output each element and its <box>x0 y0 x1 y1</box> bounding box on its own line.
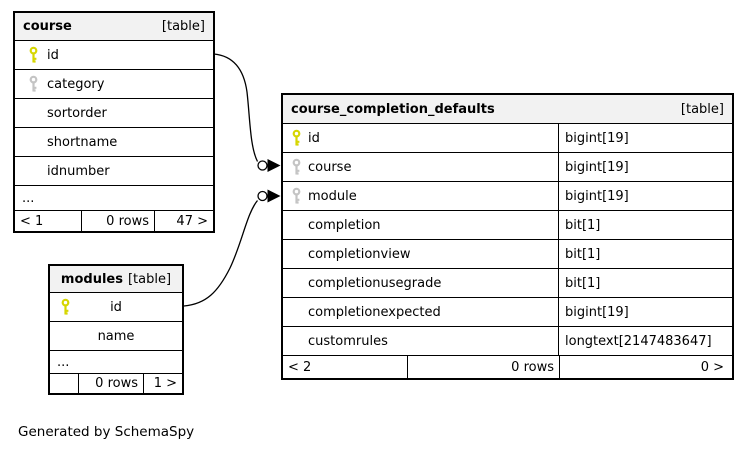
column-type: bigint[19] <box>565 188 629 204</box>
column-row: customrules longtext[2147483647] <box>283 326 732 355</box>
column-name: id <box>110 299 122 315</box>
table-modules[interactable]: modules [table] id name ... 0 rows 1 > <box>48 264 184 395</box>
column-name: completionusegrade <box>308 275 442 291</box>
arrowhead-ccd-module <box>267 189 281 203</box>
column-name: completion <box>308 217 381 233</box>
pager-rowcount: 0 rows <box>81 211 154 231</box>
column-row: completionexpected bigint[19] <box>283 297 732 326</box>
column-name: completionexpected <box>308 304 441 320</box>
column-row: category <box>15 69 213 98</box>
table-title: modules <box>60 271 123 287</box>
column-type: bigint[19] <box>565 304 629 320</box>
column-name: shortname <box>47 134 118 150</box>
primary-key-icon <box>29 46 38 63</box>
column-type: bit[1] <box>565 246 601 262</box>
table-ccd-pager: < 2 0 rows 0 > <box>283 355 732 378</box>
column-name: id <box>308 130 320 146</box>
table-course-pager: < 1 0 rows 47 > <box>15 210 213 231</box>
column-row: id bigint[19] <box>283 123 732 152</box>
table-modules-pager: 0 rows 1 > <box>50 373 182 393</box>
column-row: id <box>15 40 213 69</box>
column-row: sortorder <box>15 98 213 127</box>
column-row: course bigint[19] <box>283 152 732 181</box>
foreign-key-icon <box>292 187 301 204</box>
column-name: course <box>308 159 352 175</box>
table-tag: [table] <box>680 101 724 117</box>
table-title: course_completion_defaults <box>291 101 495 117</box>
column-row: id <box>50 292 182 321</box>
nullable-marker-ccd-module <box>257 190 268 202</box>
ellipsis-label: ... <box>57 354 70 370</box>
column-name: id <box>47 47 59 63</box>
column-type: bigint[19] <box>565 130 629 146</box>
pager-prev[interactable]: < 1 <box>20 213 44 229</box>
column-row: completion bit[1] <box>283 210 732 239</box>
column-type: longtext[2147483647] <box>565 333 712 349</box>
column-row: module bigint[19] <box>283 181 732 210</box>
column-name: sortorder <box>47 105 107 121</box>
column-type: bit[1] <box>565 217 601 233</box>
pager-prev <box>50 374 78 393</box>
edge-course-id-to-ccd-course <box>213 53 259 162</box>
pager-prev[interactable]: < 2 <box>288 359 312 375</box>
primary-key-icon <box>292 129 301 146</box>
column-type: bit[1] <box>565 275 601 291</box>
column-name: completionview <box>308 246 411 262</box>
foreign-key-icon <box>292 158 301 175</box>
pager-rowcount: 0 rows <box>78 374 143 393</box>
table-modules-header[interactable]: modules [table] <box>50 266 182 292</box>
pager-next[interactable]: 1 > <box>143 374 182 393</box>
arrowhead-ccd-course <box>267 159 281 172</box>
column-name: module <box>308 188 357 204</box>
column-row: name <box>50 321 182 350</box>
table-course[interactable]: course [table] id category sortorder sho… <box>13 11 215 233</box>
column-name: customrules <box>308 333 388 349</box>
table-tag: [table] <box>127 271 172 287</box>
column-type: bigint[19] <box>565 159 629 175</box>
table-tag: [table] <box>161 19 205 34</box>
column-row: completionusegrade bit[1] <box>283 268 732 297</box>
table-title: course <box>23 19 72 34</box>
pager-rowcount: 0 rows <box>407 356 559 378</box>
column-row: idnumber <box>15 156 213 185</box>
ellipsis-label: ... <box>22 190 35 206</box>
generated-by-note: Generated by SchemaSpy <box>18 424 195 440</box>
column-name: idnumber <box>47 163 110 179</box>
column-row: shortname <box>15 127 213 156</box>
pager-next[interactable]: 47 > <box>154 211 213 231</box>
column-name: name <box>97 328 135 344</box>
more-columns-row: ... <box>15 185 213 210</box>
pager-next[interactable]: 0 > <box>559 356 732 378</box>
column-row: completionview bit[1] <box>283 239 732 268</box>
index-key-icon <box>29 75 38 92</box>
table-course-completion-defaults[interactable]: course_completion_defaults [table] id bi… <box>281 93 734 380</box>
more-columns-row: ... <box>50 350 182 373</box>
table-ccd-header[interactable]: course_completion_defaults [table] <box>283 95 732 123</box>
table-course-header[interactable]: course [table] <box>15 13 213 40</box>
column-name: category <box>47 76 105 92</box>
primary-key-icon <box>61 298 70 315</box>
nullable-marker-ccd-course <box>257 160 268 171</box>
